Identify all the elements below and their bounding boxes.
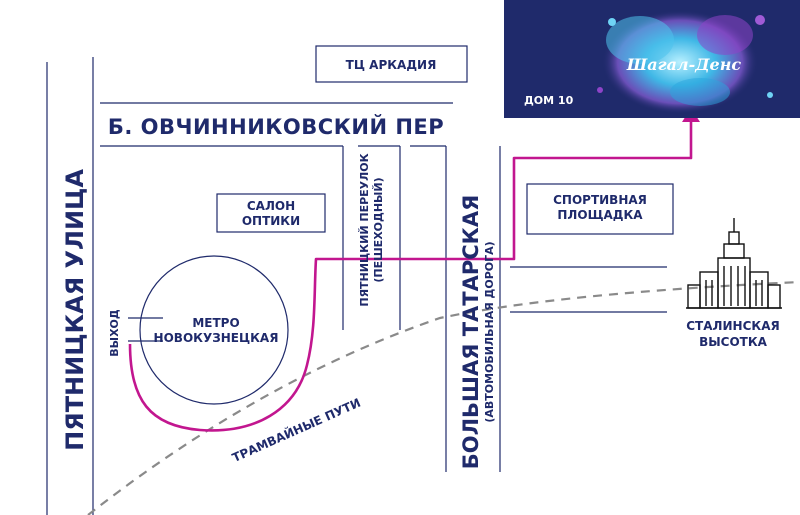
street-label-pyatnitskaya: ПЯТНИЦКАЯ УЛИЦА <box>61 169 89 451</box>
salon-box <box>216 193 326 233</box>
sport-box <box>526 183 674 235</box>
paint-splash-icon <box>597 10 773 114</box>
arkadia-box <box>315 45 468 83</box>
place-label-salon: САЛОН <box>247 199 295 213</box>
street-label-tatarskaya: БОЛЬШАЯ ТАТАРСКАЯ <box>459 195 483 470</box>
studio-logo: Шагал-Денс <box>626 55 741 74</box>
pyatnitsky-lane <box>342 146 401 330</box>
destination-banner: Шагал-Денс ДОМ 10 <box>504 0 800 118</box>
place-label-stalin: СТАЛИНСКАЯ <box>686 319 779 333</box>
destination-address: ДОМ 10 <box>524 94 574 107</box>
place-label-sport: СПОРТИВНАЯ <box>553 193 647 207</box>
street-label-pyatnitsky-note: (ПЕШЕХОДНЫЙ) <box>372 177 385 282</box>
place-label-salon-2: ОПТИКИ <box>242 214 300 228</box>
street-label-ovchinnikovsky: Б. ОВЧИННИКОВСКИЙ ПЕР <box>108 114 444 139</box>
metro-circle <box>139 255 289 405</box>
place-label-arkadia: ТЦ АРКАДИЯ <box>346 58 437 72</box>
street-label-pyatnitsky: ПЯТНИЦКИЙ ПЕРЕУЛОК <box>358 153 371 306</box>
tram-tracks <box>87 280 800 515</box>
street-label-tatarskaya-note: (АВТОМОБИЛЬНАЯ ДОРОГА) <box>483 241 496 422</box>
place-label-stalin-2: ВЫСОТКА <box>699 335 768 349</box>
place-label-sport-2: ПЛОЩАДКА <box>557 208 643 222</box>
pyatnitskaya-street <box>46 57 94 515</box>
walking-route <box>128 118 693 432</box>
metro-label-2: НОВОКУЗНЕЦКАЯ <box>154 331 279 345</box>
stalin-skyscraper-icon <box>686 218 782 309</box>
tatarskaya-road <box>445 146 667 472</box>
ovchinnikovsky-lane <box>100 102 453 147</box>
metro-label: МЕТРО <box>192 316 239 330</box>
metro-exit-label: ВЫХОД <box>108 309 121 357</box>
